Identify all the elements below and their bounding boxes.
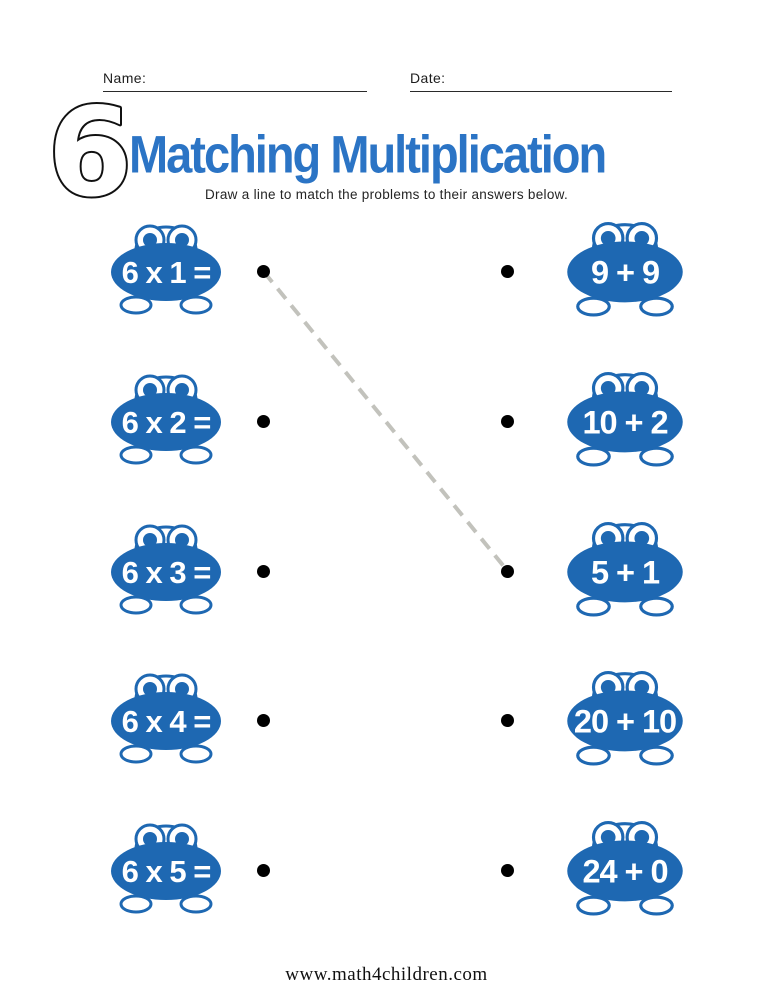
- problem-text: 6 x 5 =: [122, 854, 211, 889]
- frog-icon: 9 + 9: [565, 222, 685, 317]
- problem-text: 6 x 3 =: [122, 555, 211, 590]
- problem-text: 6 x 1 =: [122, 255, 211, 290]
- problem-frog: 6 x 3 =: [106, 514, 226, 615]
- worksheet-number: 6: [48, 82, 133, 224]
- frog-icon: 6 x 3 =: [109, 524, 223, 615]
- connector-dot-problem-3[interactable]: [257, 565, 270, 578]
- connector-dot-problem-5[interactable]: [257, 864, 270, 877]
- problem-text: 6 x 4 =: [122, 704, 211, 739]
- connector-dot-problem-2[interactable]: [257, 415, 270, 428]
- answer-frog: 10 + 2: [562, 361, 688, 467]
- name-field[interactable]: [103, 91, 367, 92]
- answer-text: 20 + 10: [574, 703, 676, 739]
- page-title: Matching Multiplication: [129, 124, 607, 184]
- date-field[interactable]: [410, 91, 672, 92]
- name-label: Name:: [103, 70, 147, 86]
- answer-frog: 20 + 10: [562, 660, 688, 766]
- website-footer: www.math4children.com: [285, 964, 488, 985]
- frog-icon: 6 x 5 =: [109, 823, 223, 914]
- problem-frog: 6 x 4 =: [106, 663, 226, 764]
- date-label: Date:: [410, 70, 446, 86]
- answer-frog: 9 + 9: [562, 211, 688, 317]
- answer-text: 9 + 9: [591, 254, 659, 290]
- frog-icon: 6 x 1 =: [109, 224, 223, 315]
- instructions-text: Draw a line to match the problems to the…: [204, 187, 568, 202]
- frog-icon: 6 x 4 =: [109, 673, 223, 764]
- answer-text: 24 + 0: [582, 853, 667, 889]
- connector-dot-answer-5[interactable]: [501, 864, 514, 877]
- problem-frog: 6 x 1 =: [106, 214, 226, 315]
- frog-icon: 10 + 2: [565, 372, 685, 467]
- frog-icon: 24 + 0: [565, 821, 685, 916]
- connector-dot-answer-2[interactable]: [501, 415, 514, 428]
- problem-text: 6 x 2 =: [122, 405, 211, 440]
- drawn-connection-line: [262, 270, 510, 573]
- problem-frog: 6 x 5 =: [106, 813, 226, 914]
- connector-dot-answer-4[interactable]: [501, 714, 514, 727]
- answer-frog: 24 + 0: [562, 810, 688, 916]
- answer-frog: 5 + 1: [562, 511, 688, 617]
- frog-icon: 20 + 10: [565, 671, 685, 766]
- connector-dot-answer-1[interactable]: [501, 265, 514, 278]
- problem-frog: 6 x 2 =: [106, 364, 226, 465]
- connector-dot-problem-4[interactable]: [257, 714, 270, 727]
- answer-text: 10 + 2: [582, 404, 667, 440]
- answer-text: 5 + 1: [591, 554, 660, 590]
- frog-icon: 5 + 1: [565, 522, 685, 617]
- worksheet-number-bubble: 6: [46, 80, 135, 226]
- connector-dot-problem-1[interactable]: [257, 265, 270, 278]
- connector-dot-answer-3[interactable]: [501, 565, 514, 578]
- frog-icon: 6 x 2 =: [109, 374, 223, 465]
